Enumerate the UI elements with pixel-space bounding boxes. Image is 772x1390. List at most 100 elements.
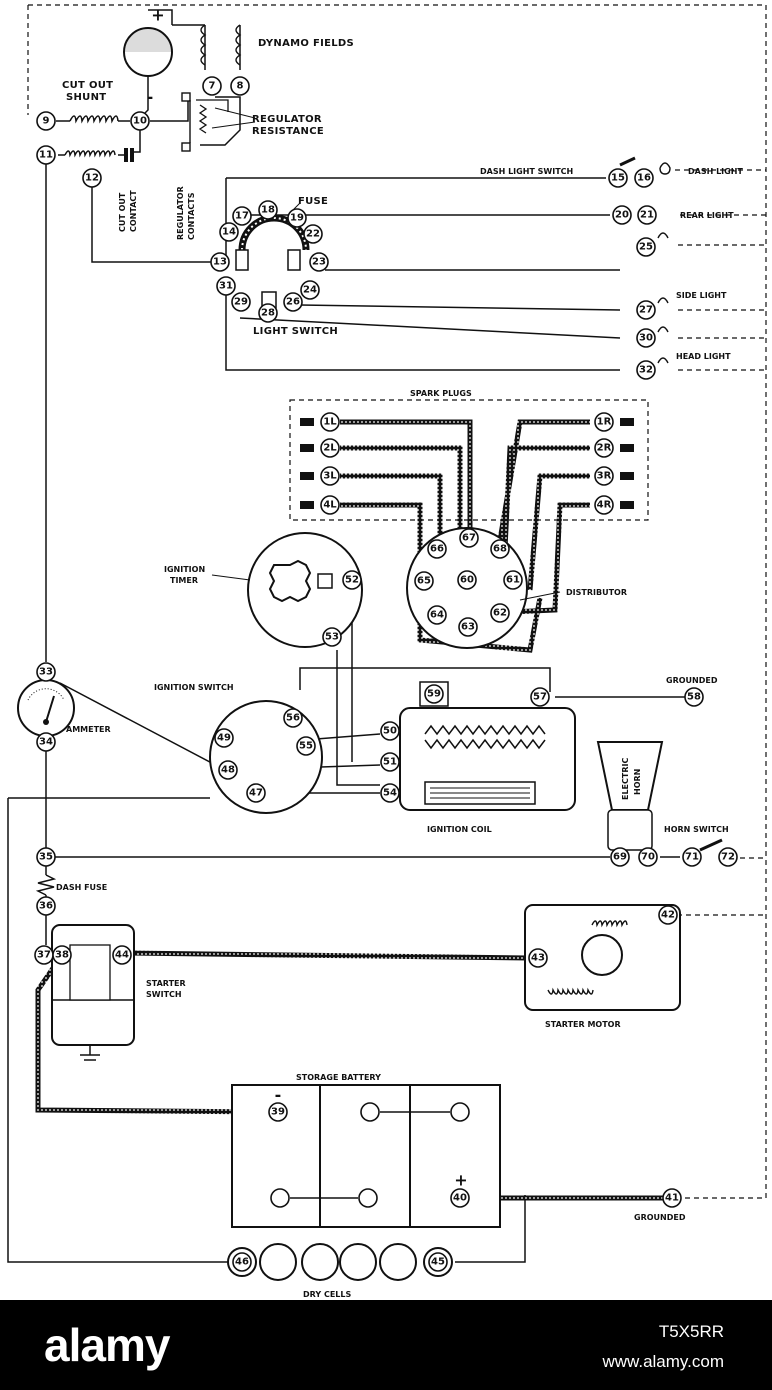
terminal-circle <box>36 111 56 131</box>
terminal-52: 52 <box>342 570 362 590</box>
terminal-circle <box>457 570 477 590</box>
electric-horn-label-1: ELECTRIC <box>621 758 630 800</box>
terminal-circle <box>380 721 400 741</box>
terminal-2l: 2L <box>320 438 340 458</box>
terminal-number: 59 <box>427 689 441 700</box>
terminal-number: 50 <box>383 726 397 737</box>
terminal-39: 39 <box>268 1102 288 1122</box>
heavy-cables <box>35 419 664 1201</box>
site-url: www.alamy.com <box>602 1352 724 1371</box>
terminal-circle <box>230 76 250 96</box>
terminal-number: 60 <box>460 575 474 586</box>
terminal-circle <box>594 412 614 432</box>
terminal-circle <box>658 905 678 925</box>
terminal-2r: 2R <box>594 438 614 458</box>
terminal-circle <box>342 570 362 590</box>
terminal-38: 38 <box>52 945 72 965</box>
terminal-number: 12 <box>85 173 99 184</box>
wiring-diagram: + - DYNAMO FIELDS CUT OUT SHUNT CUT OUT … <box>7 4 767 1299</box>
starter-switch-label-1: STARTER <box>146 979 186 988</box>
terminal-number: 21 <box>640 210 654 221</box>
terminal-circle <box>684 687 704 707</box>
terminal-number: 51 <box>383 757 397 768</box>
terminal-55: 55 <box>296 736 316 756</box>
terminal-19: 19 <box>287 208 307 228</box>
terminal-number: 1R <box>597 417 612 428</box>
terminal-circle <box>428 1252 448 1272</box>
terminal-46: 46 <box>232 1252 252 1272</box>
terminal-1r: 1R <box>594 412 614 432</box>
battery-plus: + <box>454 1171 467 1190</box>
terminal-number: 14 <box>222 227 236 238</box>
terminal-number: 70 <box>641 852 655 863</box>
terminal-number: 20 <box>615 210 629 221</box>
terminal-number: 65 <box>417 576 431 587</box>
terminal-26: 26 <box>283 292 303 312</box>
terminal-number: 71 <box>685 852 699 863</box>
terminal-number: 72 <box>721 852 735 863</box>
terminal-circle <box>36 896 56 916</box>
battery-minus: - <box>275 1086 282 1105</box>
regulator-resistance-label-1: REGULATOR <box>252 114 322 125</box>
grounded-bottom-label: GROUNDED <box>634 1213 686 1222</box>
ignition-timer: IGNITION TIMER <box>164 532 363 648</box>
terminal-circle <box>36 145 56 165</box>
terminal-41: 41 <box>662 1188 682 1208</box>
terminal-30: 30 <box>636 328 656 348</box>
terminal-number: 9 <box>43 116 50 127</box>
terminal-circle <box>380 752 400 772</box>
terminal-43: 43 <box>528 948 548 968</box>
terminal-number: 30 <box>639 333 653 344</box>
terminal-61: 61 <box>503 570 523 590</box>
terminal-number: 55 <box>299 741 313 752</box>
electric-horn-label-2: HORN <box>633 769 642 795</box>
terminal-7: 7 <box>202 76 222 96</box>
terminal-circle <box>634 168 654 188</box>
terminal-47: 47 <box>246 783 266 803</box>
terminal-circle <box>36 732 56 752</box>
image-id: T5X5RR <box>658 1322 724 1341</box>
terminal-circle <box>503 570 523 590</box>
terminal-circle <box>427 605 447 625</box>
terminal-circle <box>283 708 303 728</box>
terminal-4r: 4R <box>594 495 614 515</box>
terminal-number: 22 <box>306 229 320 240</box>
terminal-44: 44 <box>112 945 132 965</box>
terminal-65: 65 <box>414 571 434 591</box>
terminal-circle <box>36 847 56 867</box>
terminal-37: 37 <box>34 945 54 965</box>
terminal-circle <box>112 945 132 965</box>
terminal-circle <box>216 276 236 296</box>
terminal-57: 57 <box>530 687 550 707</box>
terminal-10: 10 <box>130 111 150 131</box>
terminal-number: 49 <box>217 733 231 744</box>
terminal-number: 41 <box>665 1193 679 1204</box>
terminal-56: 56 <box>283 708 303 728</box>
terminal-circle <box>320 412 340 432</box>
terminal-number: 7 <box>209 81 216 92</box>
terminal-circle <box>612 205 632 225</box>
terminal-number: 15 <box>611 173 625 184</box>
terminal-number: 57 <box>533 692 547 703</box>
terminal-number: 48 <box>221 765 235 776</box>
terminal-23: 23 <box>309 252 329 272</box>
ignition-timer-label-2: TIMER <box>170 576 198 585</box>
terminal-number: 35 <box>39 852 53 863</box>
terminal-circle <box>458 617 478 637</box>
terminal-number: 67 <box>462 533 476 544</box>
terminal-11: 11 <box>36 145 56 165</box>
terminal-34: 34 <box>36 732 56 752</box>
terminal-number: 27 <box>639 305 653 316</box>
dash-light-label: DASH LIGHT <box>688 167 743 176</box>
terminal-number: 56 <box>286 713 300 724</box>
terminal-number: 25 <box>639 242 653 253</box>
terminal-number: 16 <box>637 173 651 184</box>
terminal-circle <box>427 539 447 559</box>
terminal-62: 62 <box>490 603 510 623</box>
ignition-coil: IGNITION COIL <box>399 681 576 834</box>
terminal-number: 52 <box>345 575 359 586</box>
dry-cells: DRY CELLS <box>227 1243 453 1299</box>
terminal-number: 24 <box>303 285 317 296</box>
terminal-circle <box>528 948 548 968</box>
terminal-12: 12 <box>82 168 102 188</box>
